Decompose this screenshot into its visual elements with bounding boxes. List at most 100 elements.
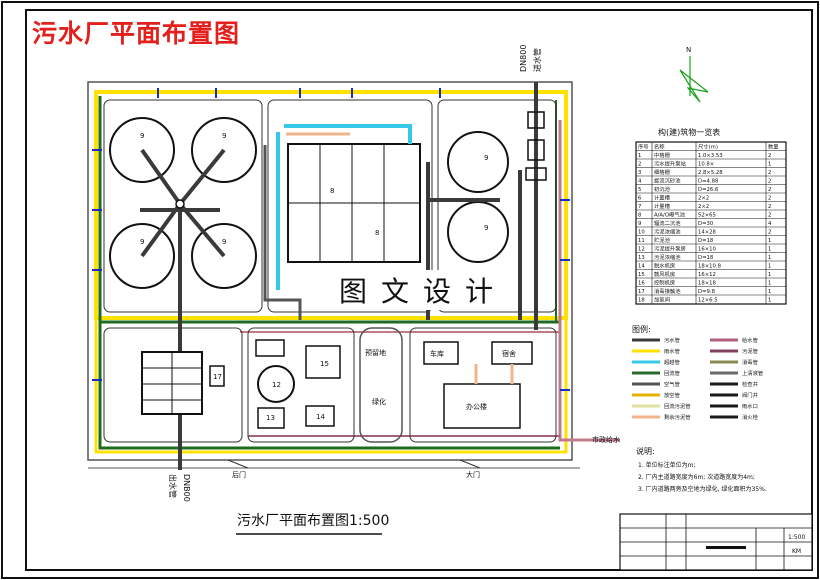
table-cell: D=18: [698, 255, 714, 261]
secondary-clarifiers: [109, 117, 257, 289]
table-cell: 5: [638, 187, 641, 193]
drawing-title: 污水厂平面布置图: [32, 19, 241, 48]
legend-label: 雨水口: [742, 402, 758, 410]
table-cell: 18: [638, 298, 645, 304]
table-cell: 14×28: [698, 230, 717, 236]
legend: 图例: 污水管雨水管超越管回流管空气管放空管回流污泥管剩余污泥管给水管污泥管消毒…: [632, 324, 763, 421]
table-cell: 旋流沉砂池: [654, 177, 681, 185]
legend-label: 消毒管: [742, 358, 758, 366]
back-gate-mark: [227, 459, 249, 469]
label-municipal-supply: 市政给水: [592, 435, 620, 444]
legend-title: 图例:: [632, 324, 651, 334]
legend-label: 回流污泥管: [664, 402, 691, 410]
table-cell: 2×2: [698, 196, 709, 202]
table-cell: 11: [638, 238, 645, 244]
table-cell: 1: [768, 247, 771, 253]
table-cell: 2: [768, 179, 771, 185]
table-cell: 3: [638, 170, 641, 176]
table-header-cell: 数量: [768, 143, 779, 151]
sludge-tank: [257, 407, 285, 429]
table-cell: 18×10.8: [698, 264, 722, 270]
label-b14: 14: [316, 413, 325, 421]
table-cell: 1: [768, 264, 771, 270]
pump-station: [527, 139, 545, 161]
air-pipe: [263, 145, 302, 320]
table-header-cell: 序号: [638, 143, 649, 151]
office-supply: [474, 364, 514, 384]
table-cell: D=30: [698, 221, 714, 227]
table-cell: 2×2: [698, 204, 709, 210]
notes: 说明: 1. 单位标注单位为m; 2. 厂内主道路宽度为6m; 次道路宽度为4m…: [636, 446, 767, 493]
table-cell: 脱水机房: [654, 262, 675, 270]
building-labels: 9 9 9 9 8 8 9 9 17 12 13 14 15 预留地 绿化 车库…: [140, 132, 620, 479]
dewatering-room: [305, 405, 335, 427]
inlet-outlet-labels: DN800 进水管 DNB00 出水管: [168, 45, 542, 502]
table-cell: 52×65: [698, 213, 716, 219]
table-cell: 4: [638, 179, 642, 185]
coarse-screen: [527, 111, 545, 129]
table-cell: 2: [768, 170, 771, 176]
chlorine-room: [209, 365, 225, 387]
label-clarifier-1: 9: [140, 132, 144, 140]
table-cell: 1: [768, 281, 771, 287]
table-cell: 细格栅: [654, 168, 671, 176]
notes-title: 说明:: [636, 446, 655, 456]
water-supply-east: [558, 120, 620, 442]
table-cell: D=18: [698, 238, 714, 244]
table-cell: 2: [768, 213, 771, 219]
legend-label: 污水管: [664, 336, 680, 344]
table-cell: 2: [768, 204, 771, 210]
primary-zone: [437, 99, 557, 313]
table-cell: 1: [768, 272, 771, 278]
table-cell: 1: [768, 289, 771, 295]
title-block-sheet: KM: [792, 548, 801, 555]
table-cell: 16×10: [698, 247, 717, 253]
sludge-pump-room: [255, 339, 285, 357]
watermark: 图文设计: [335, 270, 512, 310]
table-cell: 12×6.5: [698, 298, 718, 304]
notes-line-3: 3. 厂内道路两旁及空地为绿化, 绿化面积为35%.: [638, 485, 767, 493]
table-cell: 1: [768, 238, 771, 244]
label-primary-1: 9: [484, 154, 488, 162]
table-cell: 污泥浓缩池: [654, 253, 681, 261]
legend-label: 剩余污泥管: [664, 413, 691, 421]
table-cell: 污泥提升泵房: [654, 245, 686, 253]
table-cell: 2.8×5.28: [698, 170, 723, 176]
label-main-gate: 大门: [466, 470, 480, 479]
label-b15: 15: [320, 360, 329, 368]
clarifier-1: [109, 117, 175, 183]
label-office: 办公楼: [466, 402, 487, 411]
sludge-zone: [247, 327, 355, 443]
table-cell: 计量槽: [654, 202, 671, 210]
legend-label: 阀门井: [742, 391, 758, 399]
table-cell: 7: [638, 204, 641, 210]
notes-line-2: 2. 厂内主道路宽度为6m; 次道路宽度为4m;: [638, 473, 755, 481]
legend-label: 消火栓: [742, 413, 759, 421]
label-outlet-note: 出水管: [168, 474, 178, 498]
table-title: 构(建)筑物一览表: [658, 127, 720, 137]
notes-line-1: 1. 单位标注单位为m;: [638, 461, 696, 469]
blower-room: [305, 345, 341, 379]
label-b13: 13: [266, 414, 275, 422]
table-cell: 1: [638, 153, 641, 159]
label-clarifier-4: 9: [222, 238, 226, 246]
aeration-zone: [267, 99, 433, 313]
table-cell: 4: [768, 221, 772, 227]
legend-label: 空气管: [664, 380, 680, 388]
label-reserve: 预留地: [365, 348, 386, 357]
disinfection-zone: [103, 327, 243, 443]
table-cell: 16: [638, 281, 645, 287]
table-cell: 贮泥池: [654, 236, 671, 244]
table-cell: 2: [768, 230, 771, 236]
office-zone: [409, 327, 557, 443]
table-cell: 污泥浓缩池: [654, 228, 681, 236]
site-boundary: [87, 81, 573, 461]
table-cell: 2: [768, 153, 771, 159]
legend-label: 给水管: [742, 336, 758, 344]
table-cell: 加氯间: [654, 296, 670, 304]
sludge-thickener: [257, 365, 295, 403]
reserve-land: [359, 327, 403, 443]
